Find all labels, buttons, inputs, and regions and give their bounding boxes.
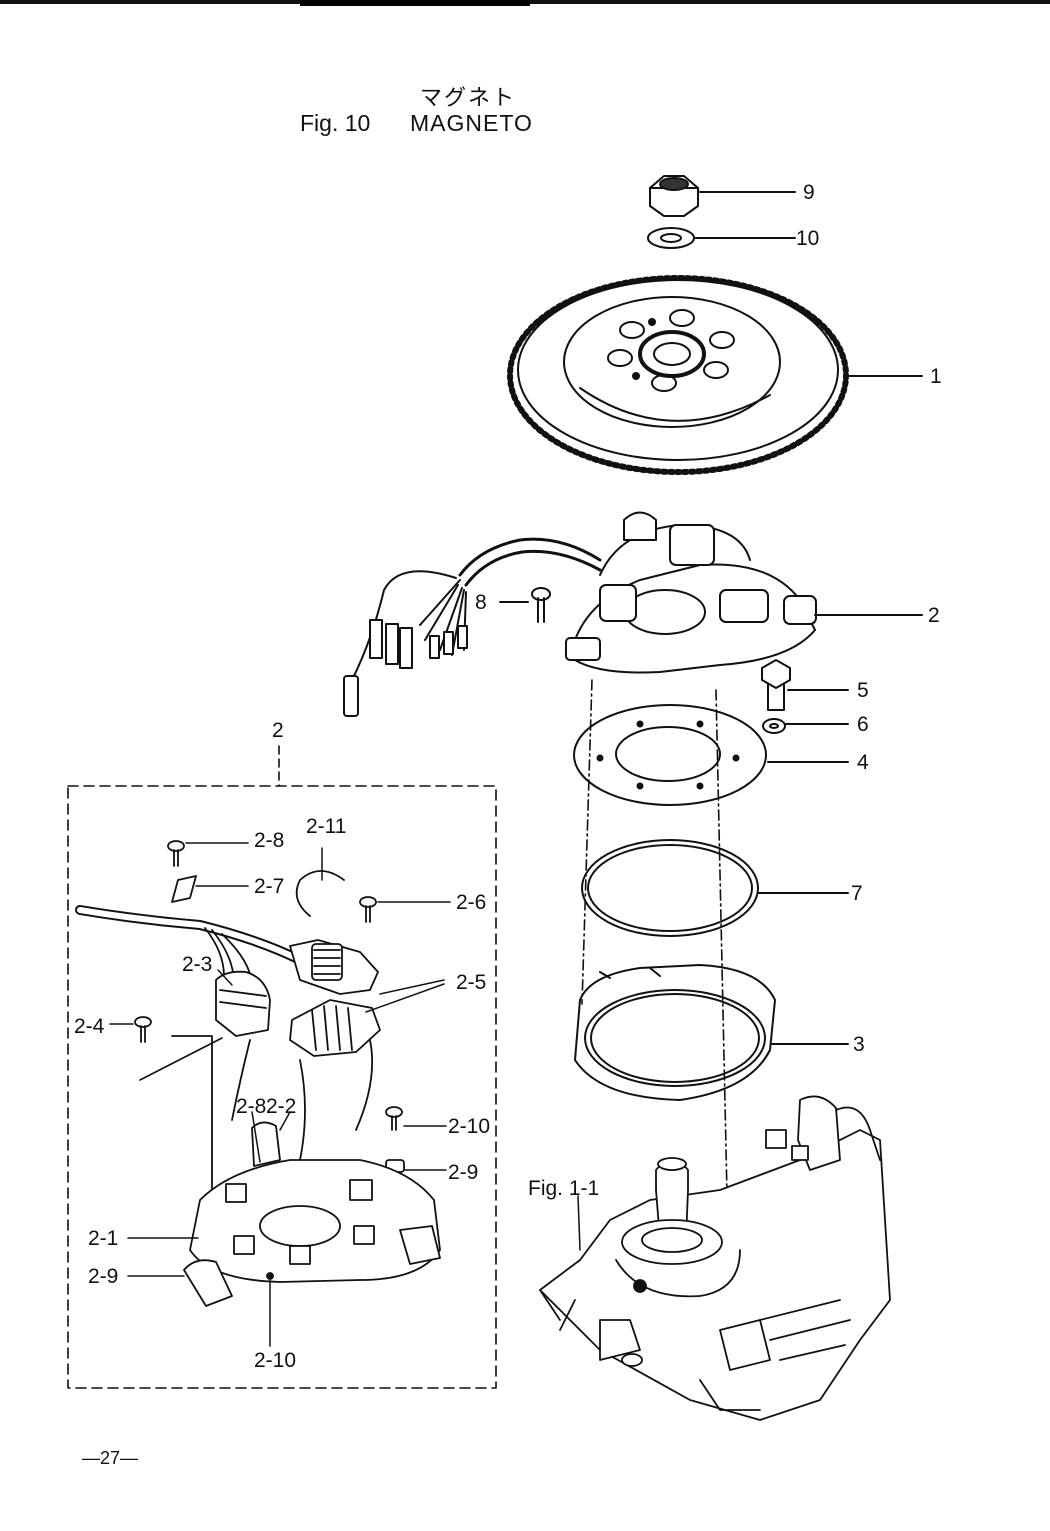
callout-5: 5 (857, 679, 869, 702)
ring-part-7 (581, 839, 759, 937)
plate-part-4 (573, 704, 767, 806)
callout-2-3: 2-3 (182, 953, 213, 976)
callout-9: 9 (803, 181, 815, 204)
callout-2-8-top: 2-8 (254, 829, 285, 852)
figure-title: MAGNETO (410, 110, 533, 136)
assembly-axis-lines (581, 679, 729, 1241)
callout-2-11: 2-11 (306, 815, 347, 838)
stator-exploded-detail (75, 840, 441, 1307)
washer-part-10 (647, 227, 695, 249)
callout-7: 7 (851, 882, 863, 905)
screw-part-8 (531, 587, 551, 623)
callout-2-9-right: 2-9 (448, 1161, 479, 1184)
callout-2-7: 2-7 (254, 875, 285, 898)
leader-line-fig-1-1 (577, 1195, 581, 1251)
hex-nut-part-9 (649, 175, 699, 217)
callout-6: 6 (857, 713, 869, 736)
callout-4: 4 (857, 751, 869, 774)
callout-2-8-lower: 2-8 (236, 1095, 267, 1118)
figure-title-japanese: マグネト (420, 85, 517, 110)
callout-10: 10 (796, 227, 820, 250)
callout-2-2: 2-2 (266, 1095, 297, 1118)
figure-number: Fig. 10 (300, 110, 371, 136)
callout-2-9-left: 2-9 (88, 1265, 119, 1288)
callout-2-5: 2-5 (456, 971, 487, 994)
callout-3: 3 (853, 1033, 865, 1056)
callout-2-6: 2-6 (456, 891, 487, 914)
flywheel-part-1 (507, 275, 849, 475)
callout-2-10-right: 2-10 (448, 1115, 491, 1138)
callout-2-1: 2-1 (88, 1227, 119, 1250)
page-number: —27— (82, 1448, 139, 1468)
inset-leader-lines (109, 842, 451, 1347)
base-plate-part-3 (574, 964, 776, 1101)
stator-assembly-part-2 (343, 511, 817, 717)
callout-2: 2 (928, 604, 940, 627)
engine-block-reference (539, 1095, 891, 1421)
reference-fig-1-1: Fig. 1-1 (528, 1177, 600, 1200)
callout-1: 1 (930, 365, 942, 388)
callout-inset-2: 2 (272, 719, 284, 742)
spring-washer-part-6 (762, 718, 786, 734)
callout-2-4: 2-4 (74, 1015, 105, 1038)
bolt-part-5 (761, 659, 791, 711)
inset-detail-frame (67, 785, 497, 1389)
page-top-rule-accent (300, 0, 530, 6)
callout-2-10-bottom: 2-10 (254, 1349, 297, 1372)
callout-8: 8 (475, 591, 487, 614)
